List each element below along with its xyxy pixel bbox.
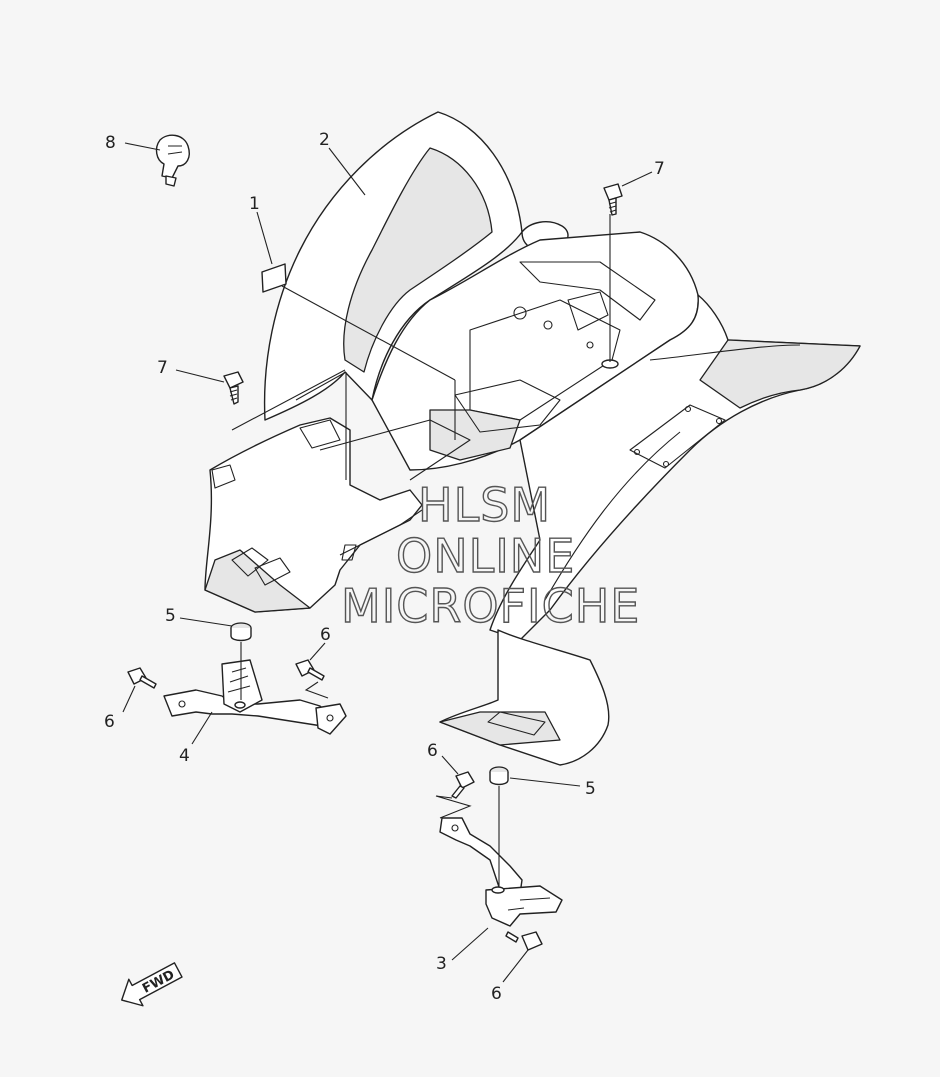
bolt-7-left: [223, 371, 244, 405]
fwd-direction-arrow: FWD: [121, 962, 183, 1007]
label-decal: [261, 263, 287, 293]
grommet-5-left: [230, 622, 252, 642]
callout-7-right: 7: [654, 159, 665, 179]
rear-fender: [204, 111, 861, 766]
callout-6-bottom: 6: [491, 984, 502, 1004]
bolt-7-right: [601, 183, 623, 369]
callout-1: 1: [249, 194, 260, 214]
callout-6-top: 6: [320, 625, 331, 645]
callout-5-right: 5: [585, 779, 596, 799]
callout-7-left: 7: [157, 358, 168, 378]
stay-bracket-3: [439, 817, 563, 927]
callout-8: 8: [105, 133, 116, 153]
bolt-6-right-b: [505, 931, 543, 951]
callout-6-right: 6: [427, 741, 438, 761]
bolt-6-left-a: [127, 667, 157, 689]
callout-3: 3: [436, 954, 447, 974]
callout-6-left: 6: [104, 712, 115, 732]
callout-labels: 8 2 1 7 7 5 6 6 4 6 5 3 6: [104, 130, 665, 1004]
grommet-5-right: [489, 766, 509, 786]
callout-4: 4: [179, 746, 190, 766]
callout-5-left: 5: [165, 606, 176, 626]
watermark-line-1: HLSM: [418, 478, 551, 532]
leader-lines: [122, 142, 653, 983]
bolt-6-right-a: [451, 771, 475, 799]
watermark-line-2: ONLINE: [396, 529, 575, 583]
stay-bracket-4: [163, 659, 347, 735]
watermark: HLSM ONLINE MICROFICHE: [340, 477, 640, 633]
watermark-line-3: MICROFICHE: [341, 579, 640, 633]
clip-fastener: [155, 134, 190, 187]
bolt-6-left-b: [295, 659, 325, 681]
callout-2: 2: [319, 130, 330, 150]
